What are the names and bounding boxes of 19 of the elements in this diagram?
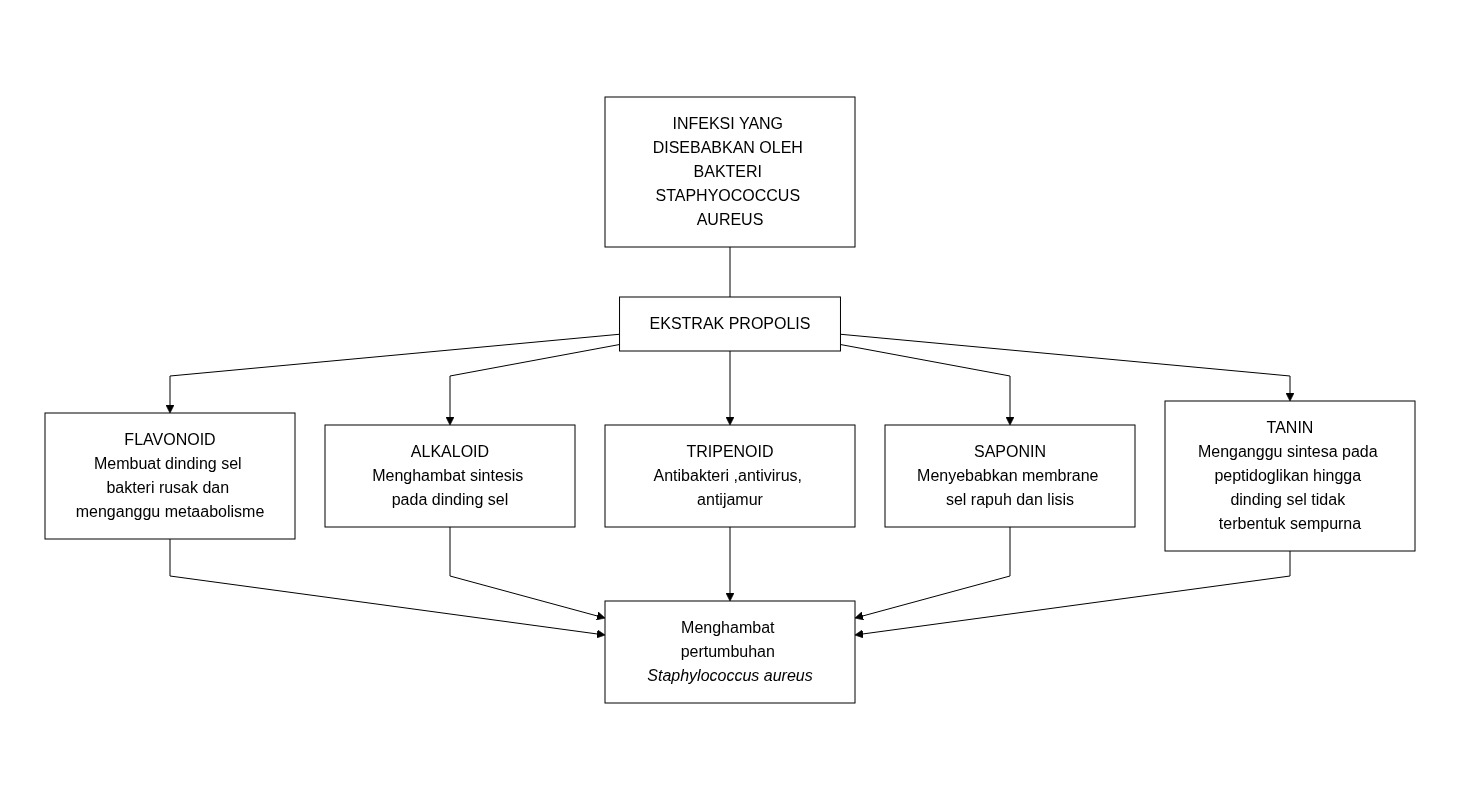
arrow [839, 344, 1015, 426]
node-box: Menghambat pertumbuhan Staphylococcus aureus [604, 600, 856, 704]
node-box: FLAVONOID Membuat dinding sel bakteri rusak dan menganggu metaabolisme [44, 412, 296, 540]
arrow [839, 333, 1295, 402]
arrow [169, 538, 606, 639]
arrow [725, 350, 735, 426]
arrow [854, 550, 1291, 639]
node-box: SAPONIN Menyebabkan membrane sel rapuh dan lisis [884, 424, 1136, 528]
node-box: ALKALOID Menghambat sintesis pada dinding sel [324, 424, 576, 528]
node-box: EKSTRAK PROPOLIS [619, 296, 841, 352]
arrow [854, 526, 1011, 621]
node-box: INFEKSI YANG DISEBABKAN OLEH BAKTERI STAPHYOCOCCUS AUREUS [604, 96, 856, 248]
node-box: TANIN Menganggu sintesa pada peptidoglikan hingga dinding sel tidak terbentuk sempurna [1164, 400, 1416, 552]
node-box: TRIPENOID Antibakteri ,antivirus, antijamur [604, 424, 856, 528]
arrow [165, 333, 621, 414]
arrow [725, 526, 735, 602]
arrow [445, 344, 621, 426]
connector [729, 246, 731, 298]
arrow [449, 526, 606, 621]
